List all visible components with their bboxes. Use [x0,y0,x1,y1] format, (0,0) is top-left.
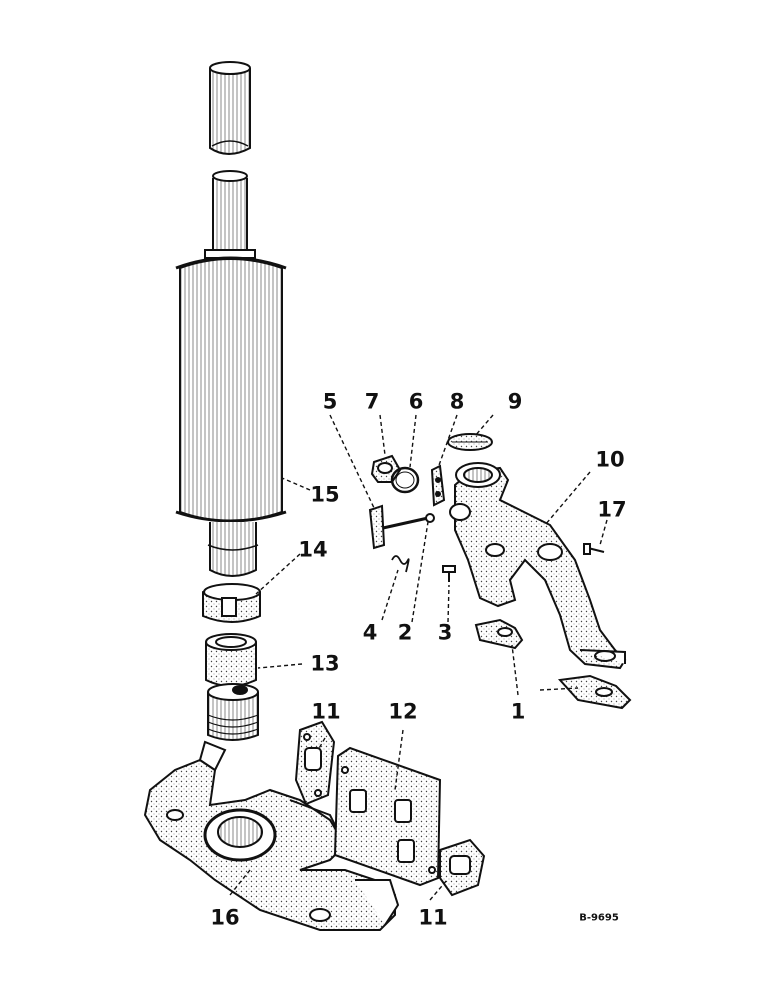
muffler [175,170,287,577]
manifold-gasket-small-upper [294,720,336,806]
screw [442,565,456,582]
callout-2: 2 [397,620,413,645]
callout-11-lower: 11 [418,905,448,930]
callout-3: 3 [437,620,453,645]
callout-9: 9 [507,389,523,414]
callout-14: 13 [310,651,340,676]
exhaust-manifold [143,740,400,931]
bolt [583,543,605,555]
callout-12: 12 [388,699,418,724]
pipe-sleeve [205,633,257,687]
drawing-code: B-9695 [579,912,619,924]
callout-4: 4 [362,620,378,645]
callout-6: 6 [408,389,424,414]
callout-11-upper: 11 [311,699,341,724]
callout-7: 7 [364,389,380,414]
gasket-ring [390,466,420,494]
cover-plate [447,433,493,451]
callout-15: 14 [298,537,328,562]
spring [391,555,410,573]
callout-5: 5 [322,389,338,414]
bracket [430,464,446,507]
leader-lines [229,414,608,901]
threaded-pipe-nipple [207,683,259,741]
manifold-gasket-plate [333,746,442,887]
callout-16: 15 [310,482,340,507]
exhaust-extension-pipe [209,61,251,155]
intake-manifold [449,462,627,670]
callout-17: 17 [597,497,627,522]
callout-8: 8 [449,389,465,414]
callout-10: 10 [595,447,625,472]
intake-gasket-lower [557,674,632,710]
control-rod [368,504,435,550]
callout-1: 1 [510,699,526,724]
callout-13: 16 [210,905,240,930]
pipe-clamp [202,583,261,623]
intake-gasket-upper [474,618,524,650]
manifold-gasket-small-lower [439,838,486,897]
